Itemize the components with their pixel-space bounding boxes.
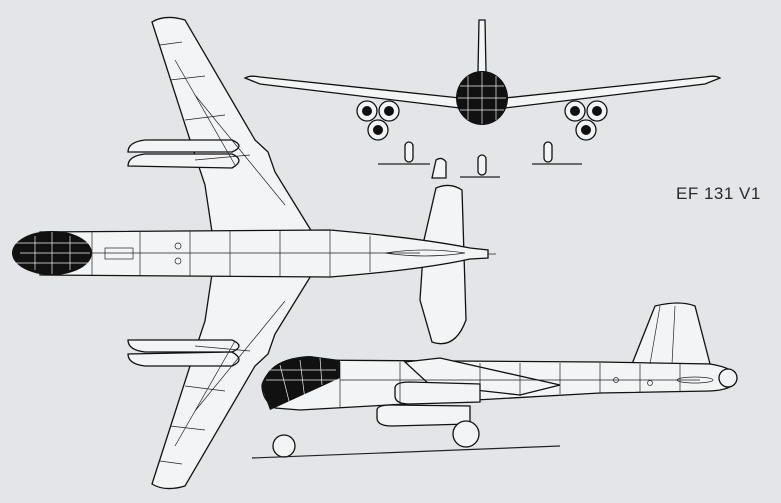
nose-wheel [272, 434, 296, 458]
engine-nacelle-lower-side [376, 404, 471, 427]
right-engines-front [564, 100, 608, 141]
upper-engine-nacelles [127, 139, 240, 169]
top-view [12, 16, 496, 490]
engine-nacelle-upper-side [394, 381, 481, 405]
fuselage-top [39, 229, 489, 278]
vertical-fin-front [477, 19, 487, 73]
vertical-fin-side [631, 302, 711, 365]
main-wheel [452, 420, 480, 448]
landing-gear-front [378, 141, 582, 179]
tail-cone [718, 368, 738, 388]
upper-wing [151, 16, 314, 233]
aircraft-designation-label: EF 131 V1 [676, 184, 761, 203]
lower-engine-nacelles [127, 339, 240, 367]
side-view [251, 302, 738, 459]
glazed-nose-side [262, 356, 340, 410]
left-engines-front [356, 100, 400, 141]
front-view [243, 19, 722, 179]
ground-line [251, 445, 561, 459]
